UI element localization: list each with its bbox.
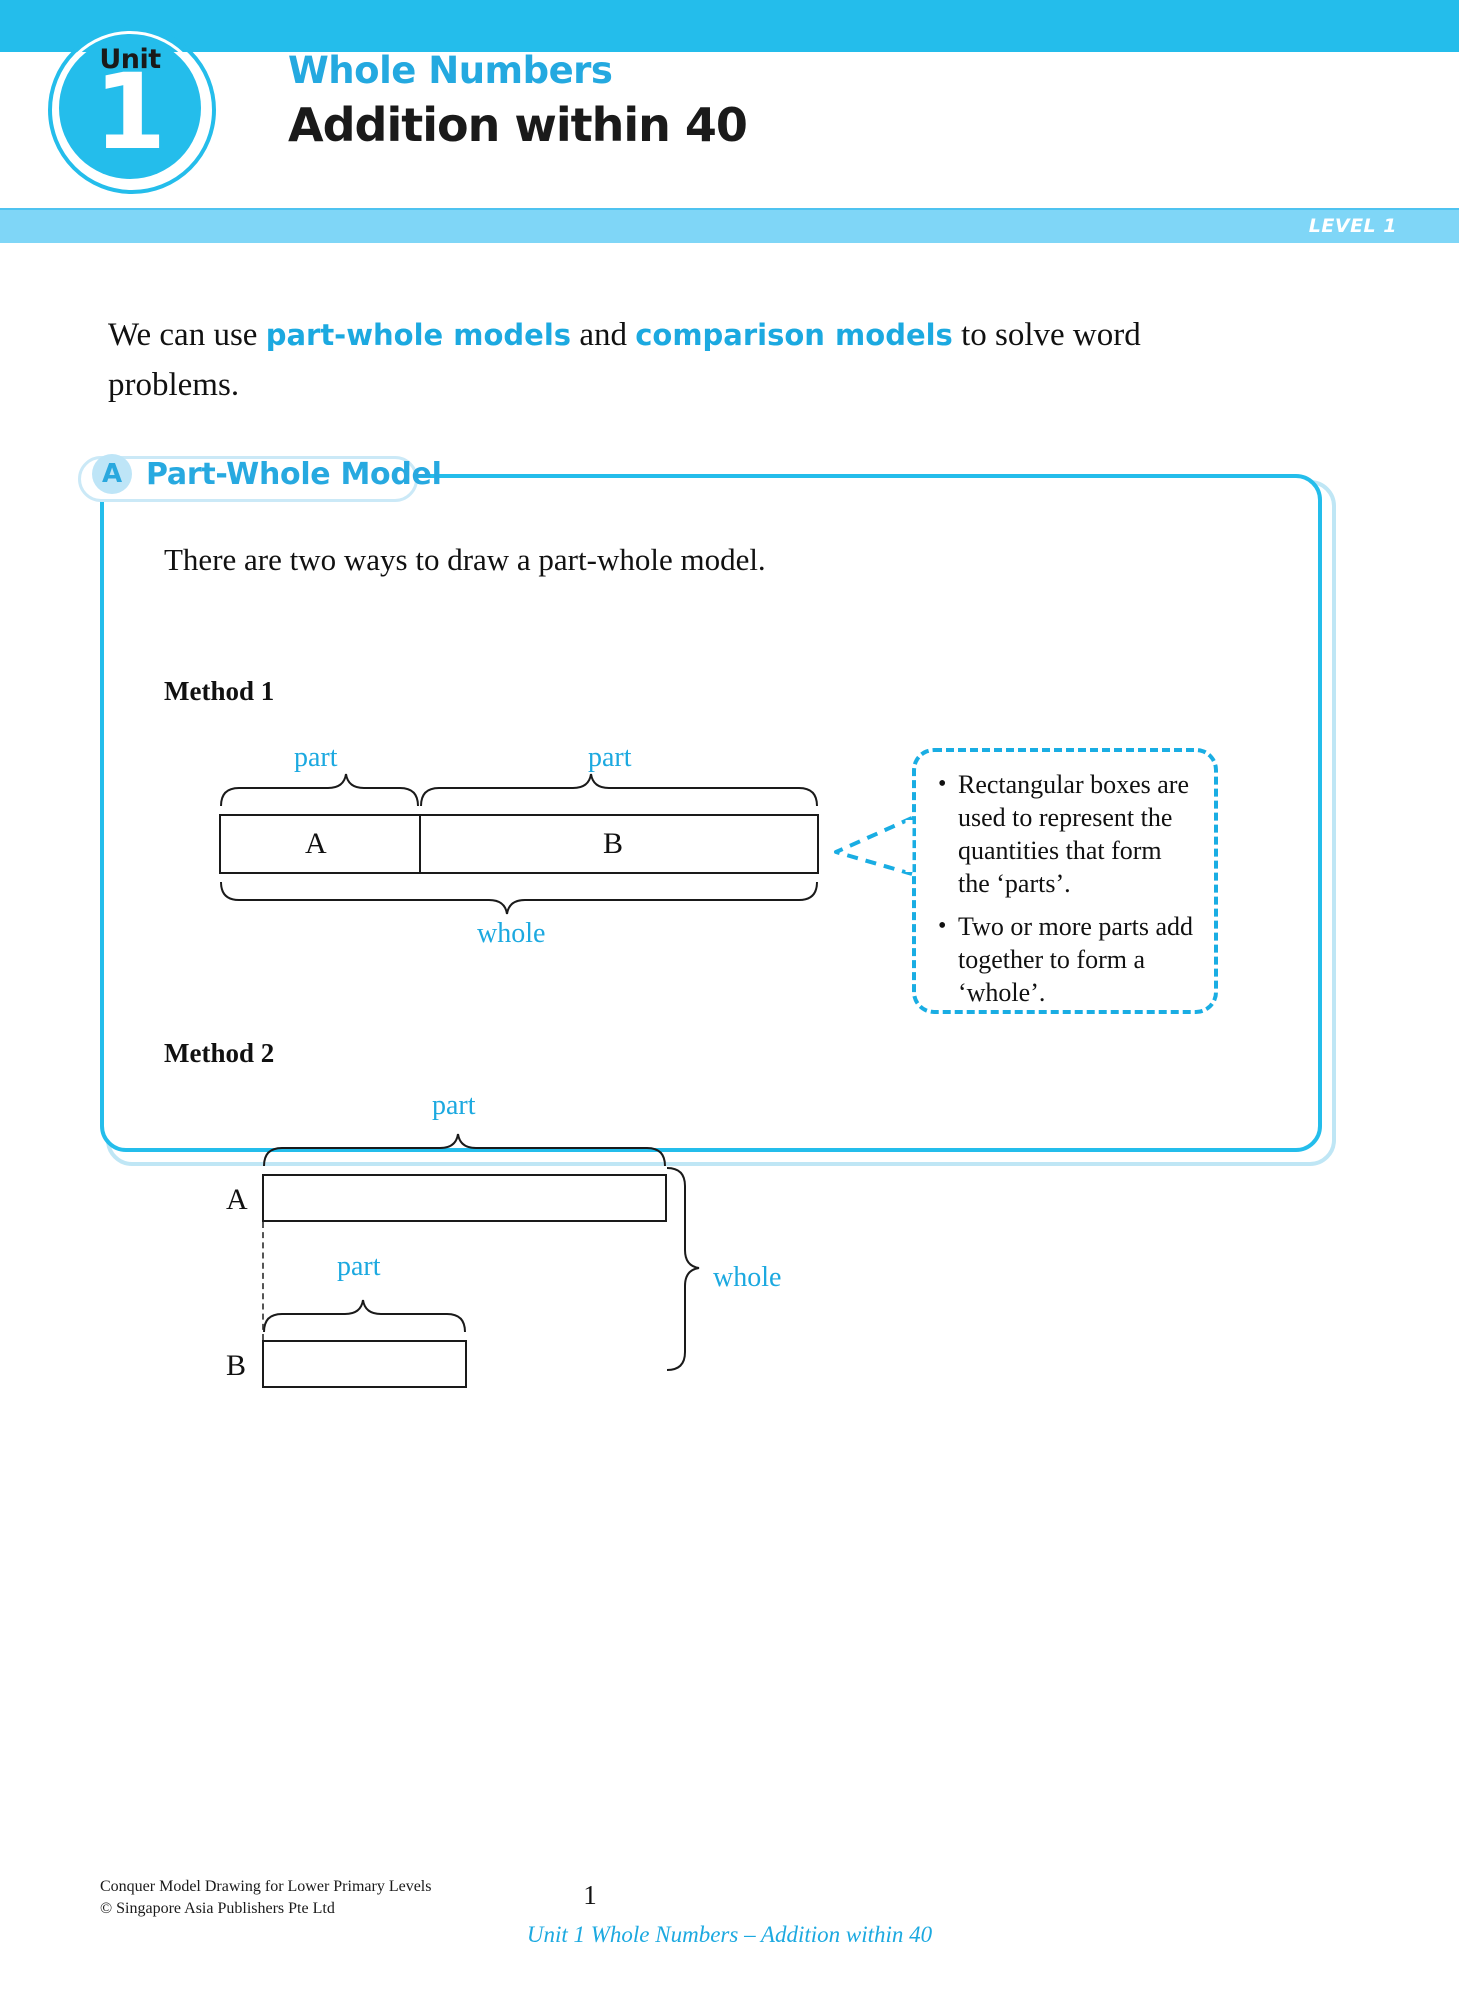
- page-title: Addition within 40: [288, 98, 748, 152]
- method2-alignment-dashed-line: [262, 1222, 264, 1340]
- intro-text-part3: to solve word problems.: [108, 317, 1141, 403]
- method1-box-b-label: B: [603, 827, 624, 860]
- section-lead-text: There are two ways to draw a part-whole …: [164, 542, 766, 577]
- unit-badge-white-ring: [53, 31, 207, 185]
- section-a-tab: A Part-Whole Model: [84, 452, 458, 496]
- title-block: Whole Numbers Addition within 40: [288, 48, 1188, 153]
- callout-bullet-list: Rectangular boxes are used to represent …: [936, 768, 1196, 1009]
- section-tab-notch: [78, 456, 418, 502]
- method2-brace-whole: [666, 1167, 700, 1371]
- intro-highlight-part-whole: part-whole models: [265, 318, 572, 352]
- method2-bar-a: [262, 1174, 667, 1222]
- intro-paragraph: We can use part-whole models and compari…: [108, 310, 1228, 410]
- page-subject-title: Whole Numbers: [288, 49, 613, 92]
- info-callout-box: Rectangular boxes are used to represent …: [912, 748, 1218, 1014]
- callout-bullet-2: Two or more parts add together to form a…: [938, 910, 1196, 1009]
- section-letter-badge: A: [92, 454, 132, 494]
- footer-book-title: Conquer Model Drawing for Lower Primary …: [100, 1878, 432, 1895]
- level-bar: LEVEL 1: [0, 208, 1459, 243]
- level-badge: LEVEL 1: [1308, 215, 1397, 237]
- intro-highlight-comparison: comparison models: [635, 318, 953, 352]
- footer-copyright: © Singapore Asia Publishers Pte Ltd: [100, 1900, 335, 1917]
- method2-bar-b: [262, 1340, 467, 1388]
- intro-text-part1: We can use: [108, 317, 266, 353]
- method-1-label: Method 1: [164, 676, 275, 706]
- method2-whole-label: whole: [713, 1262, 782, 1293]
- method1-part-right-label: part: [588, 742, 632, 773]
- footer-credits: Conquer Model Drawing for Lower Primary …: [100, 1876, 431, 1920]
- unit-word-label: Unit: [99, 44, 161, 75]
- method1-whole-label: whole: [477, 918, 546, 949]
- callout-bullet-1: Rectangular boxes are used to represent …: [938, 768, 1196, 900]
- method1-bar-model: [219, 814, 819, 874]
- section-title: Part-Whole Model: [146, 456, 442, 492]
- method1-bar-divider: [419, 814, 421, 874]
- unit-badge: Unit 1: [48, 26, 216, 194]
- footer-running-title: Unit 1 Whole Numbers – Addition within 4…: [526, 1922, 933, 1947]
- method2-brace-part-bottom: [263, 1299, 466, 1333]
- intro-text-part2: and: [571, 317, 636, 353]
- unit-number-label: 1: [93, 51, 167, 173]
- header-top-band: [0, 0, 1459, 52]
- method2-row-b-label: B: [226, 1349, 247, 1382]
- unit-badge-outer-ring: [48, 26, 216, 194]
- method2-part-top-label: part: [432, 1090, 476, 1121]
- method1-box-a-label: A: [305, 827, 327, 860]
- method-2-label: Method 2: [164, 1038, 275, 1068]
- method1-part-left-label: part: [294, 742, 338, 773]
- unit-badge-disc: [59, 37, 201, 179]
- page-number: 1: [583, 1880, 597, 1910]
- method2-part-bottom-label: part: [337, 1251, 381, 1282]
- method2-row-a-label: A: [226, 1183, 248, 1216]
